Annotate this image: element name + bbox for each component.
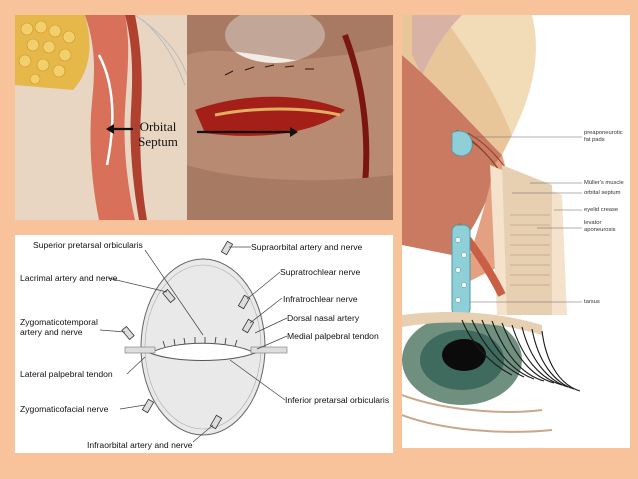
orbital-septum-label: Orbital Septum bbox=[138, 119, 178, 149]
orbital-septum-panel: Orbital Septum bbox=[15, 15, 393, 220]
tarsus-label: tarsus bbox=[584, 299, 600, 305]
zygomaticotemporal-label: Zygomaticotemporal artery and nerve bbox=[20, 317, 98, 337]
orbital-septum-illustration bbox=[15, 15, 393, 220]
lateral-palpebral-tendon-label: Lateral palpebral tendon bbox=[20, 369, 113, 379]
sagittal-eyelid-illustration bbox=[402, 15, 630, 448]
eyelid-neurovascular-illustration bbox=[99, 240, 288, 443]
mullers-muscle-label: Müller's muscle bbox=[584, 180, 624, 186]
superior-pretarsal-orbicularis-label: Superior pretarsal orbicularis bbox=[33, 240, 143, 250]
preaponeurotic-fat-drawing bbox=[451, 130, 473, 157]
pupil-drawing bbox=[442, 339, 486, 371]
inferior-pretarsal-orbicularis-label: Inferior pretarsal orbicularis bbox=[285, 395, 390, 405]
eyelid-neurovascular-panel: Superior pretarsal orbicularis Supraorbi… bbox=[15, 235, 393, 453]
dorsal-nasal-artery-label: Dorsal nasal artery bbox=[287, 313, 360, 323]
septum-line-drawing bbox=[97, 54, 114, 166]
levator-aponeurosis-label: levator aponeurosis bbox=[584, 220, 616, 233]
infraorbital-artery-nerve-label: Infraorbital artery and nerve bbox=[87, 440, 193, 450]
incision-photo bbox=[195, 96, 345, 136]
supratrochlear-nerve-label: Supratrochlear nerve bbox=[280, 267, 361, 277]
orbital-septum-label: orbital septum bbox=[584, 190, 621, 196]
supraorbital-artery-nerve-label: Supraorbital artery and nerve bbox=[251, 242, 363, 252]
eyelid-crease-label: eyelid crease bbox=[584, 207, 619, 213]
preaponeurotic-fat-label: preaponeurotic fat pads bbox=[584, 130, 623, 143]
levator-muscle-drawing bbox=[402, 55, 502, 255]
zygomaticofacial-nerve-label: Zygomaticofacial nerve bbox=[20, 404, 109, 414]
tarsus-drawing bbox=[451, 224, 471, 316]
medial-palpebral-tendon-label: Medial palpebral tendon bbox=[287, 331, 379, 341]
sagittal-eyelid-panel: preaponeurotic fat pads Müller's muscle … bbox=[402, 15, 630, 448]
muscle-layer-drawing bbox=[85, 15, 135, 220]
infratrochlear-nerve-label: Infratrochlear nerve bbox=[283, 294, 358, 304]
lacrimal-artery-nerve-label: Lacrimal artery and nerve bbox=[20, 273, 118, 283]
